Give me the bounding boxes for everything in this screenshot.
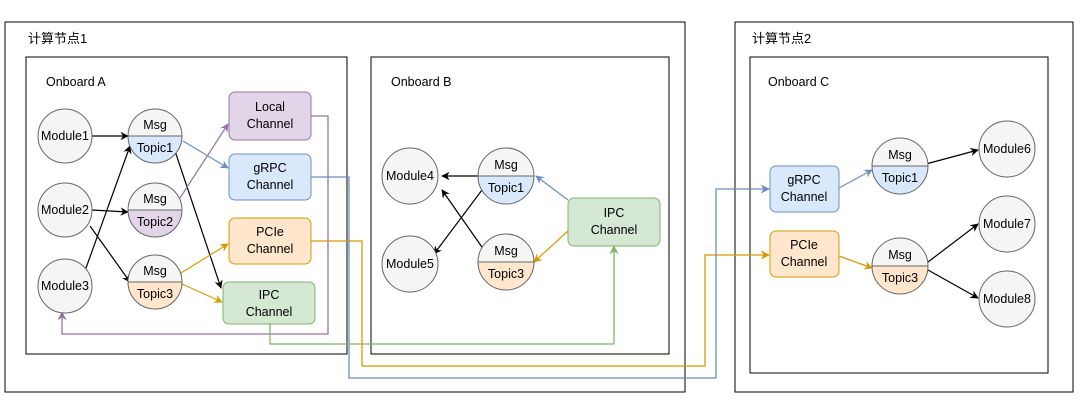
message-b-topic1-msg: Msg [494, 158, 518, 172]
module-8: Module8 [978, 270, 1036, 328]
edge-module2-topic3 [89, 225, 131, 283]
channel-b-ipc-suffix: Channel [591, 223, 638, 237]
message-a-topic3-msg: Msg [143, 264, 167, 278]
message-b-topic3: Msg Topic3 [477, 233, 535, 291]
channel-a-ipc-suffix: Channel [246, 305, 293, 319]
message-c-topic3-msg: Msg [888, 248, 912, 262]
module-7: Module7 [978, 195, 1036, 253]
edge-pcie-c-topic3 [838, 255, 873, 270]
channel-c-grpc-name: gRPC [787, 173, 820, 187]
onboard-a-title: Onboard A [46, 75, 106, 89]
message-b-topic3-msg: Msg [494, 244, 518, 258]
channel-a-grpc-name: gRPC [253, 161, 286, 175]
channel-a-pcie-name: PCIe [256, 225, 284, 239]
module-5: Module5 [381, 235, 439, 293]
channel-b-ipc-name: IPC [604, 206, 625, 220]
module-6-label: Module6 [983, 142, 1031, 156]
edge-module3-topic1 [85, 145, 132, 269]
onboard-b-box [370, 56, 670, 355]
channel-a-pcie-suffix: Channel [247, 242, 294, 256]
edge-topic2-local [179, 123, 229, 199]
module-5-label: Module5 [386, 257, 434, 271]
compute-node-1-title: 计算节点1 [28, 31, 87, 46]
message-b-topic1-topic: Topic1 [488, 181, 524, 195]
channel-c-pcie-name: PCIe [790, 238, 818, 252]
message-a-topic1-topic: Topic1 [137, 141, 173, 155]
channel-c-pcie-suffix: Channel [781, 255, 828, 269]
channel-c-pcie: PCIe Channel [769, 230, 840, 278]
edge-topic1-grpc [182, 140, 229, 169]
message-a-topic1: Msg Topic1 [127, 108, 183, 164]
edge-ipc-b-topic1 [535, 175, 569, 201]
module-7-label: Module7 [983, 217, 1031, 231]
channel-a-local: Local Channel [228, 91, 312, 141]
message-a-topic1-msg: Msg [143, 118, 167, 132]
channel-c-grpc-suffix: Channel [781, 190, 828, 204]
channel-a-pcie: PCIe Channel [228, 217, 312, 265]
module-2-label: Module2 [41, 203, 89, 217]
module-4: Module4 [381, 147, 439, 205]
channel-a-local-suffix: Channel [247, 117, 294, 131]
onboard-a-box [25, 56, 348, 355]
module-2: Module2 [37, 182, 93, 238]
message-a-topic2: Msg Topic2 [127, 182, 183, 238]
edge-topic1-ipc [173, 147, 223, 289]
module-8-label: Module8 [983, 292, 1031, 306]
connector-pcie-a-to-pcie-c [311, 240, 770, 367]
message-c-topic3-topic: Topic3 [882, 271, 918, 285]
message-c-topic1: Msg Topic1 [871, 137, 929, 195]
channel-a-grpc-suffix: Channel [247, 178, 294, 192]
edge-topic1-module6 [925, 147, 979, 165]
message-a-topic2-topic: Topic2 [137, 215, 173, 229]
channel-a-local-name: Local [255, 100, 285, 114]
message-b-topic3-topic: Topic3 [488, 267, 524, 281]
channel-a-grpc: gRPC Channel [228, 153, 312, 201]
edge-topic1-module5 [433, 189, 483, 255]
message-a-topic3-topic: Topic3 [137, 287, 173, 301]
onboard-b-title: Onboard B [391, 75, 451, 89]
message-b-topic1: Msg Topic1 [477, 147, 535, 205]
onboard-c-title: Onboard C [768, 75, 829, 89]
compute-node-2-title: 计算节点2 [752, 31, 811, 46]
message-c-topic1-msg: Msg [888, 148, 912, 162]
edge-grpc-c-topic1 [838, 169, 873, 189]
connector-grpc-a-to-grpc-c [311, 176, 770, 379]
message-c-topic1-topic: Topic1 [882, 171, 918, 185]
module-3-label: Module3 [41, 279, 89, 293]
compute-node-2-box [734, 21, 1074, 393]
edge-topic3-pcie [180, 243, 229, 274]
onboard-c-box [749, 56, 1049, 374]
module-4-label: Module4 [386, 169, 434, 183]
channel-a-ipc-name: IPC [259, 288, 280, 302]
channel-a-ipc: IPC Channel [222, 281, 316, 325]
message-c-topic3: Msg Topic3 [871, 237, 929, 295]
edge-ipc-b-topic3 [533, 230, 569, 263]
edge-topic3-module8 [927, 269, 979, 299]
channel-c-grpc: gRPC Channel [769, 165, 840, 213]
connector-ipc-a-to-ipc-b [269, 245, 619, 345]
connector-local-to-module3 [57, 115, 329, 335]
message-a-topic2-msg: Msg [143, 192, 167, 206]
channel-b-ipc: IPC Channel [567, 197, 661, 247]
module-6: Module6 [978, 120, 1036, 178]
module-3: Module3 [37, 258, 93, 314]
edge-topic3-ipc [181, 283, 223, 303]
edge-topic3-module7 [927, 223, 979, 263]
module-1-label: Module1 [41, 129, 89, 143]
message-a-topic3: Msg Topic3 [127, 254, 183, 310]
edge-topic3-module4 [441, 189, 485, 251]
edge-module2-topic2 [91, 207, 129, 216]
compute-node-1-box [4, 21, 686, 393]
module-1: Module1 [37, 108, 93, 164]
